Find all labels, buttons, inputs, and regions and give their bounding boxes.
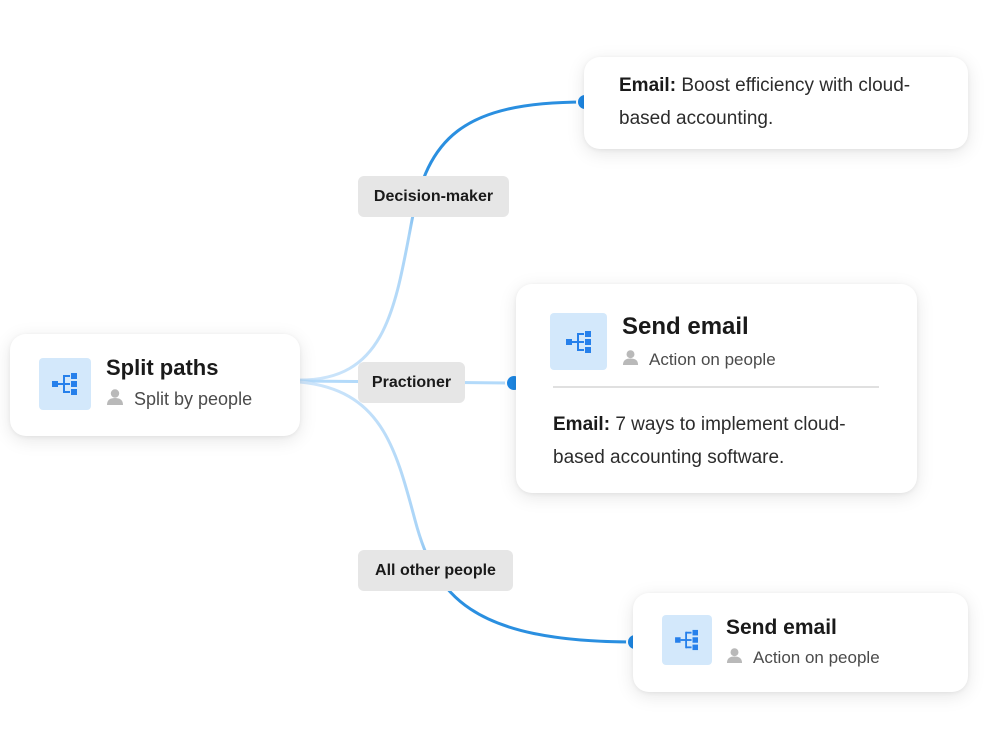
path-label-practioner[interactable]: Practioner — [358, 362, 465, 403]
email-subject: Boost efficiency with cloud-based accoun… — [619, 75, 911, 129]
person-icon — [106, 388, 124, 411]
send-email-card-all-other-people[interactable]: Send email Action on people — [633, 593, 968, 692]
email-card-decision-maker[interactable]: Email: Boost efficiency with cloud-based… — [584, 57, 968, 149]
send-email-title: Send email — [622, 313, 749, 340]
send-email-subtitle: Action on people — [622, 349, 776, 371]
email-label: Email: — [553, 414, 611, 435]
split-paths-icon — [39, 358, 91, 410]
connector-all-other-people — [299, 380, 636, 644]
person-icon — [622, 349, 639, 371]
email-text-decision-maker: Email: Boost efficiency with cloud-based… — [619, 69, 919, 135]
path-label-all-other-people[interactable]: All other people — [358, 550, 513, 591]
split-paths-subtitle: Split by people — [106, 388, 252, 411]
person-icon — [726, 647, 743, 669]
email-subject: 7 ways to implement cloud-based accounti… — [553, 414, 846, 468]
send-email-card-practioner[interactable]: Send email Action on people Email: 7 way… — [516, 284, 917, 493]
email-label: Email: — [619, 75, 677, 96]
send-email-subtitle-text: Action on people — [753, 648, 880, 667]
path-label-decision-maker[interactable]: Decision-maker — [358, 176, 509, 217]
split-paths-title: Split paths — [106, 355, 219, 380]
split-paths-subtitle-text: Split by people — [134, 389, 253, 409]
split-paths-card[interactable]: Split paths Split by people — [10, 334, 300, 436]
send-email-subtitle: Action on people — [726, 647, 880, 669]
email-text-practioner: Email: 7 ways to implement cloud-based a… — [553, 408, 883, 474]
send-email-icon — [662, 615, 712, 665]
card-divider — [553, 386, 879, 388]
send-email-icon — [550, 313, 607, 370]
send-email-subtitle-text: Action on people — [649, 350, 776, 369]
send-email-title: Send email — [726, 616, 837, 639]
connector-decision-maker — [299, 100, 586, 382]
